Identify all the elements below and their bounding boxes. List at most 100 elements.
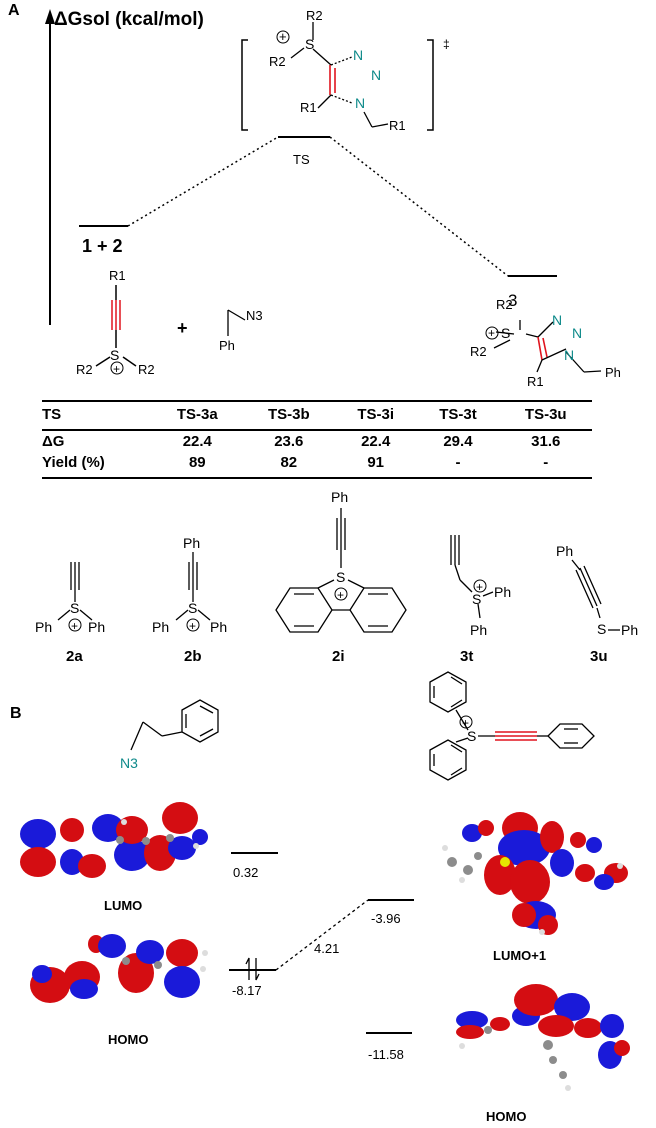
compound-3t-ph-right: Ph (494, 584, 511, 600)
compound-2a-charge: + (71, 619, 78, 633)
ts-charge: + (279, 29, 287, 44)
ts-n1: N (353, 47, 363, 63)
table-cell: 22.4 (182, 433, 212, 450)
alkyne-homo-energy: -11.58 (368, 1047, 404, 1062)
y-axis-label: ΔGsol (kcal/mol) (54, 9, 204, 30)
compound-structures: S Ph Ph + 2a Ph S Ph Ph + 2b Ph S + 2i (35, 489, 638, 665)
ts-bracket-right (427, 39, 434, 131)
compound-2a-ph-right: Ph (88, 619, 105, 635)
product-ph: Ph (605, 365, 621, 380)
azide-structure-b (130, 699, 219, 751)
product-number: 3 (508, 291, 517, 310)
fmo-diagram: N3 + S (20, 671, 630, 1124)
compound-2i-charge: + (337, 588, 344, 602)
table-cell: 23.6 (274, 433, 304, 450)
reactants-label: 1 + 2 (82, 236, 123, 256)
table-header-row: TS TS-3a TS-3b TS-3i TS-3t TS-3u (42, 400, 592, 431)
product-s: S (501, 325, 510, 341)
compound-2b-ph-left: Ph (152, 619, 169, 635)
reactant-r1: R1 (109, 268, 126, 283)
table-header-cell: TS-3a (152, 400, 243, 431)
ts-energy-table: TS TS-3a TS-3b TS-3i TS-3t TS-3u ΔG 22.4… (42, 400, 592, 479)
product-r2-top: R2 (496, 297, 513, 312)
table-cell: 31.6 (531, 433, 561, 450)
table-header-cell: TS (42, 400, 152, 431)
azide-ph: Ph (219, 338, 235, 353)
ts-n2: N (371, 67, 381, 83)
electron-down-arrow (255, 958, 260, 981)
alkyne-structure-b (429, 671, 595, 781)
table-cell: - (416, 452, 500, 479)
table-row: Yield (%) 89 82 91 - - (42, 452, 592, 479)
gap-connector (275, 899, 369, 971)
table-cell: 82 (242, 452, 336, 479)
compound-2b-ph-top: Ph (183, 535, 200, 551)
azide-lumo-orbital (20, 802, 208, 878)
product-n2: N (572, 325, 582, 341)
azide-lumo-energy: 0.32 (233, 865, 258, 880)
product-charge: + (488, 326, 495, 340)
table-cell: 22.4 (361, 433, 391, 450)
product-n1: N (552, 312, 562, 328)
compound-3u-id: 3u (590, 648, 608, 665)
compound-2a-s: S (70, 600, 79, 616)
alkyne-homo-label: HOMO (486, 1109, 526, 1124)
table-header-cell: TS-3i (335, 400, 417, 431)
azide-lumo-label: LUMO (104, 898, 142, 913)
compound-2i-s: S (336, 569, 345, 585)
ts-s-atom: S (305, 36, 314, 52)
gap-energy: 4.21 (314, 941, 339, 956)
reactant-s: S (110, 347, 119, 363)
compound-3t-charge: + (476, 580, 483, 594)
compound-3t-id: 3t (460, 648, 473, 665)
product-r2-left: R2 (470, 344, 487, 359)
compound-2b-id: 2b (184, 648, 202, 665)
compound-3u-ph-top: Ph (556, 543, 573, 559)
azide-n3-label: N3 (120, 755, 138, 771)
table-cell: 91 (335, 452, 417, 479)
alkyne-s-b: S (467, 728, 476, 744)
alkyne-homo-orbital (456, 984, 630, 1091)
electron-up-arrow (245, 957, 250, 980)
table-cell: 89 (152, 452, 243, 479)
panel-b-letter: B (10, 705, 22, 722)
alkyne-lumo1-label: LUMO+1 (493, 948, 546, 963)
table-row-label: Yield (%) (42, 452, 152, 479)
reactant-azide-structure (227, 309, 246, 336)
ts-dagger: ‡ (443, 37, 450, 51)
compound-2i (275, 508, 407, 633)
compound-3u-s: S (597, 621, 606, 637)
reactant-charge: + (113, 362, 120, 376)
ts-r2-top: R2 (306, 8, 323, 23)
azide-homo-energy: -8.17 (232, 983, 262, 998)
alkyne-charge-b: + (462, 716, 469, 730)
product-structure (493, 320, 602, 373)
product-n3: N (564, 347, 574, 363)
reactant-alkyne-structure (95, 285, 137, 367)
compound-3u (571, 559, 620, 631)
table-row: ΔG 22.4 23.6 22.4 29.4 31.6 (42, 430, 592, 452)
table-header-cell: TS-3b (242, 400, 336, 431)
y-axis-arrowhead (45, 9, 55, 24)
compound-2b-s: S (188, 600, 197, 616)
azide-homo-orbital (30, 934, 208, 1003)
ts-r2-left: R2 (269, 54, 286, 69)
compound-3u-ph-right: Ph (621, 622, 638, 638)
reactant-r2-right: R2 (138, 362, 155, 377)
compound-2i-ph: Ph (331, 489, 348, 505)
connector-ts-product (329, 136, 509, 277)
ts-label: TS (293, 152, 310, 167)
energy-profile-diagram: + S R2 R2 N N N R1 R1 ‡ TS 1 + 2 3 R1 S … (45, 8, 621, 389)
connector-reactant-ts (127, 136, 279, 227)
table-cell: - (499, 452, 592, 479)
plus-sign: + (177, 318, 188, 338)
compound-3t-s: S (472, 591, 481, 607)
azide-homo-label: HOMO (108, 1032, 148, 1047)
table-header-cell: TS-3u (499, 400, 592, 431)
reactant-r2-left: R2 (76, 362, 93, 377)
compound-3t (450, 535, 494, 619)
azide-n3: N3 (246, 308, 263, 323)
ts-n3: N (355, 95, 365, 111)
compound-2a-id: 2a (66, 648, 83, 665)
ts-r1-left: R1 (300, 100, 317, 115)
